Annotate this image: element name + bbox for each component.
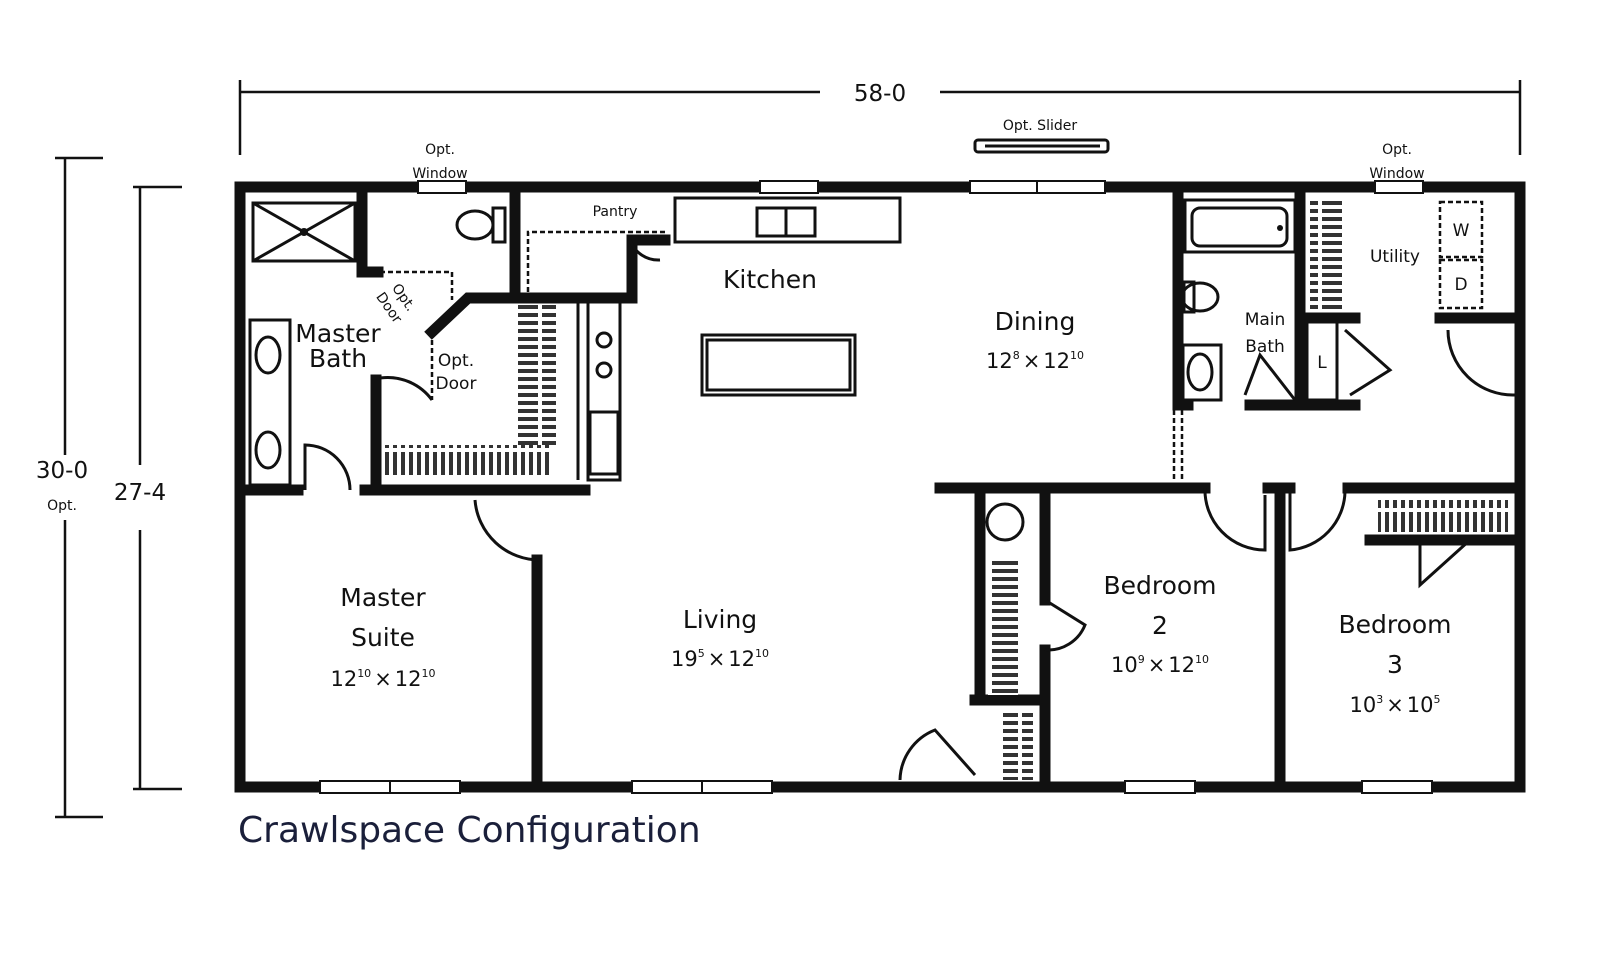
opt-door-label-2: Opt. bbox=[438, 351, 474, 371]
windows bbox=[319, 180, 1433, 794]
dining-label: Dining bbox=[995, 307, 1076, 336]
master-bath-label: Master bbox=[295, 319, 381, 348]
pantry-label: Pantry bbox=[593, 204, 638, 220]
opt-window-left-label-2: Window bbox=[412, 166, 467, 182]
opt-window-right-label: Opt. bbox=[1382, 142, 1412, 158]
closet-shelving bbox=[1378, 500, 1508, 532]
bedroom2-dimensions: 109×1210 bbox=[1111, 653, 1209, 677]
optional-depth-label: 30-0 bbox=[36, 458, 88, 484]
bedroom3-dimensions: 103×105 bbox=[1349, 693, 1440, 717]
depth-dimension: 27-4 bbox=[114, 185, 182, 791]
master-suite-dimensions: 1210×1210 bbox=[330, 667, 435, 691]
master-suite-label: Master bbox=[340, 583, 426, 612]
main-bath-label-2: Bath bbox=[1245, 337, 1285, 357]
width-dimension: 58-0 bbox=[238, 80, 1522, 155]
main-bath-label: Main bbox=[1245, 310, 1286, 330]
toilet-icon bbox=[455, 206, 507, 244]
kitchen-counter bbox=[586, 196, 902, 482]
bedroom2-label-2: 2 bbox=[1152, 611, 1168, 640]
dryer-label: D bbox=[1454, 275, 1467, 295]
optional-depth-note: Opt. bbox=[47, 498, 77, 514]
opt-door-label-2b: Door bbox=[436, 374, 477, 394]
depth-dimension-optional: 30-0 Opt. bbox=[36, 156, 103, 819]
interior-walls bbox=[239, 186, 1521, 788]
closet-shelving bbox=[1310, 200, 1342, 310]
closet-shelving bbox=[382, 445, 552, 475]
overall-width-label: 58-0 bbox=[854, 81, 906, 107]
opt-window-left-label: Opt. bbox=[425, 142, 455, 158]
bathtub-icon bbox=[1183, 198, 1297, 254]
depth-label: 27-4 bbox=[114, 480, 166, 506]
configuration-caption: Crawlspace Configuration bbox=[238, 810, 701, 851]
closet-shelving bbox=[988, 560, 1018, 695]
kitchen-island bbox=[700, 333, 857, 397]
master-bath-label-2: Bath bbox=[309, 344, 367, 373]
doors bbox=[303, 239, 1516, 781]
utility-label: Utility bbox=[1370, 247, 1420, 267]
kitchen-label: Kitchen bbox=[723, 265, 817, 294]
living-dimensions: 195×1210 bbox=[671, 647, 769, 671]
toilet-icon bbox=[1180, 280, 1220, 314]
dining-dimensions: 128×1210 bbox=[986, 349, 1084, 373]
bedroom3-label: Bedroom bbox=[1338, 610, 1451, 639]
linen-label: L bbox=[1317, 353, 1327, 373]
closet-shelving bbox=[518, 305, 556, 445]
bedroom2-label: Bedroom bbox=[1103, 571, 1216, 600]
sink-icon bbox=[248, 318, 1223, 487]
bedroom3-label-2: 3 bbox=[1387, 650, 1403, 679]
master-suite-label-2: Suite bbox=[351, 623, 415, 652]
water-heater-icon bbox=[985, 502, 1025, 542]
shower-icon bbox=[251, 201, 357, 263]
washer-label: W bbox=[1453, 221, 1470, 241]
opt-slider-label: Opt. Slider bbox=[1003, 118, 1077, 134]
closet-shelving bbox=[1003, 710, 1033, 780]
living-label: Living bbox=[683, 605, 757, 634]
washer-dryer: W D bbox=[1438, 200, 1484, 310]
opt-window-right-label-2: Window bbox=[1369, 166, 1424, 182]
